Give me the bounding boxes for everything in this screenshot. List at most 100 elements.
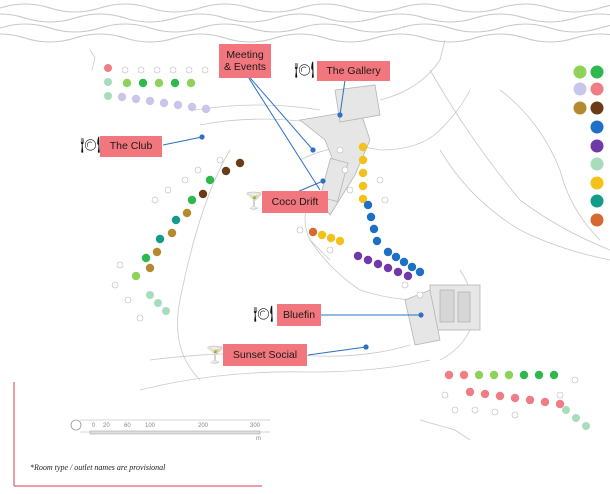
villa-dot — [187, 195, 197, 205]
endpoint-bluefin — [418, 312, 424, 318]
villa-dot — [104, 64, 112, 72]
villa-dot — [504, 370, 514, 380]
villa-dot — [169, 66, 177, 74]
villa-dot — [416, 291, 424, 299]
villa-dot — [171, 215, 181, 225]
villa-dot — [221, 166, 231, 176]
villa-dots — [104, 64, 590, 430]
restaurant-icon: 🍽 — [80, 135, 101, 154]
label-the-gallery[interactable]: The Gallery — [317, 61, 390, 81]
provisional-footnote: *Room type / outlet names are provisiona… — [30, 463, 166, 472]
villa-dot — [117, 92, 127, 102]
villa-dot — [346, 186, 354, 194]
villa-dot — [151, 196, 159, 204]
villa-dot — [104, 78, 112, 86]
villa-dot — [185, 66, 193, 74]
villa-dot — [511, 411, 519, 419]
villa-dot — [540, 397, 550, 407]
villa-dot — [131, 94, 141, 104]
villa-dot — [308, 227, 318, 237]
endpoint-club — [199, 134, 205, 140]
villa-dot — [205, 175, 215, 185]
leader-club — [162, 136, 203, 146]
scale-label: 200 — [198, 423, 209, 429]
legend-dot — [590, 101, 604, 115]
leader-gallery — [339, 79, 346, 116]
villa-dot — [136, 314, 144, 322]
scale-bar: 0 20 60 100 200 300 m — [70, 419, 261, 442]
legend-dot — [573, 65, 587, 79]
villa-dot — [141, 253, 151, 263]
villa-dot — [444, 370, 454, 380]
villa-dot — [401, 281, 409, 289]
villa-dot — [525, 395, 535, 405]
villa-dot — [145, 263, 155, 273]
endpoint-coco — [320, 178, 326, 184]
villa-dot — [358, 181, 368, 191]
villa-dot — [116, 261, 124, 269]
villa-dot — [235, 158, 245, 168]
villa-dot — [399, 257, 409, 267]
scale-unit: m — [256, 436, 261, 442]
endpoint-meeting — [310, 147, 316, 153]
villa-dot — [372, 236, 382, 246]
label-sunset-social[interactable]: Sunset Social — [223, 344, 307, 366]
leader-sunset — [307, 346, 367, 356]
villa-dot — [415, 267, 425, 277]
villa-dot — [441, 391, 449, 399]
villa-dot — [326, 246, 334, 254]
legend-dot — [590, 213, 604, 227]
endpoint-sunset — [363, 344, 369, 350]
villa-dot — [104, 92, 112, 100]
legend-dot — [590, 120, 604, 134]
legend-dot — [590, 139, 604, 153]
villa-dot — [363, 255, 373, 265]
villa-dot — [181, 176, 189, 184]
villa-dot — [391, 252, 401, 262]
villa-dot — [111, 281, 119, 289]
villa-dot — [182, 208, 192, 218]
villa-dot — [131, 271, 141, 281]
villa-dot — [373, 259, 383, 269]
villa-dot — [121, 66, 129, 74]
villa-dot — [296, 226, 304, 234]
villa-dot — [363, 200, 373, 210]
scale-label: 0 — [92, 423, 96, 429]
villa-dot — [164, 186, 172, 194]
leader-endpoints — [199, 112, 424, 350]
villa-dot — [170, 78, 180, 88]
scale-label: 20 — [103, 423, 110, 429]
villa-dot — [381, 196, 389, 204]
villa-dot — [124, 296, 132, 304]
legend-dot — [573, 82, 587, 96]
villa-dot — [137, 66, 145, 74]
villa-dot — [474, 370, 484, 380]
villa-dot — [167, 228, 177, 238]
villa-dot — [451, 406, 459, 414]
villa-dot — [155, 234, 165, 244]
north-marker-icon — [70, 419, 82, 431]
scale-bar-track — [89, 430, 261, 435]
label-bluefin[interactable]: Bluefin — [277, 304, 321, 326]
wave-pattern — [0, 3, 610, 43]
label-the-club[interactable]: The Club — [100, 136, 162, 157]
villa-dot — [407, 262, 417, 272]
villa-dot — [336, 146, 344, 154]
villa-dot — [383, 247, 393, 257]
villa-dot — [159, 98, 169, 108]
villa-dot — [459, 370, 469, 380]
villa-dot — [403, 271, 413, 281]
label-meeting-events[interactable]: Meeting & Events — [219, 44, 271, 78]
scale-label: 100 — [145, 423, 156, 429]
villa-dot — [162, 307, 170, 315]
villa-dot — [153, 66, 161, 74]
villa-dot — [510, 393, 520, 403]
villa-dot — [335, 236, 345, 246]
villa-dot — [562, 406, 570, 414]
villa-dot — [317, 230, 327, 240]
villa-dot — [326, 233, 336, 243]
central-building — [299, 84, 481, 346]
label-coco-drift[interactable]: Coco Drift — [262, 191, 328, 213]
legend-dot — [590, 65, 604, 79]
leader-meeting-2 — [244, 71, 314, 151]
